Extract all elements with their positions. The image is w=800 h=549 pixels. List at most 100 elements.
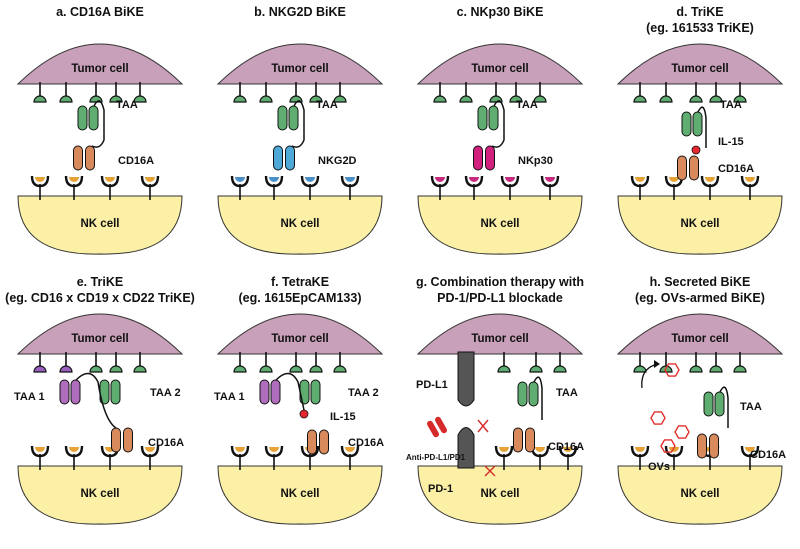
taa-label: TAA: [516, 99, 538, 111]
nk-receptor-ligand: [745, 447, 755, 452]
linker: [291, 100, 305, 148]
nk-receptor: [64, 175, 84, 188]
taa-receptor: [689, 365, 703, 373]
taa-receptor: [333, 365, 347, 373]
nk-receptor: [340, 175, 360, 188]
tumor-cell: [416, 313, 584, 355]
il15-label: IL-15: [718, 136, 744, 148]
binder-domain: [697, 433, 707, 459]
panel-title: h. Secreted BiKE: [650, 275, 751, 289]
binder-domain: [517, 381, 528, 407]
il15-dot: [299, 409, 309, 419]
panel-title: c. NKp30 BiKE: [457, 5, 544, 19]
nk-cell: [417, 465, 583, 525]
taa-label: TAA: [556, 387, 578, 399]
binder-domain: [319, 429, 329, 455]
nk-cell-label: NK cell: [481, 488, 520, 500]
nk-cell-label: NK cell: [281, 218, 320, 230]
linker: [91, 100, 105, 148]
nk-cell: [17, 465, 183, 525]
taa-receptor: [633, 95, 647, 103]
taa-receptor: [509, 95, 523, 103]
binder-domain: [259, 379, 270, 405]
taa-receptor: [633, 365, 647, 373]
binder-domain: [310, 379, 321, 405]
nk-receptor-ligand: [69, 447, 79, 452]
tumor-cell: [616, 43, 784, 85]
tumor-cell: [216, 43, 384, 85]
nk-receptor-ligand: [35, 447, 45, 452]
binder-domain: [288, 105, 299, 131]
panel-title: f. TetraKE: [271, 275, 329, 289]
nk-cell-label: NK cell: [681, 218, 720, 230]
nk-receptor: [494, 445, 514, 458]
taa-receptor: [289, 365, 303, 373]
arrow-head: [654, 360, 660, 368]
binder-domain: [677, 155, 687, 181]
nk-cell: [17, 195, 183, 255]
binder-domain: [270, 379, 281, 405]
taa-receptor: [709, 95, 723, 103]
panel-title: (eg. 161533 TriKE): [646, 21, 754, 35]
nk-receptor-ligand: [145, 177, 155, 182]
nk-receptor-ligand: [563, 447, 573, 452]
linker: [533, 376, 543, 420]
nk-receptor-ligand: [345, 447, 355, 452]
panel-title: (eg. CD16 x CD19 x CD22 TriKE): [5, 291, 195, 305]
taa-receptor: [33, 95, 47, 103]
nk-receptor: [630, 175, 650, 188]
nk-receptor: [740, 175, 760, 188]
nk-cell: [217, 195, 383, 255]
taa-receptor: [689, 95, 703, 103]
nk-receptor-ligand: [305, 177, 315, 182]
tumor-cell-label: Tumor cell: [271, 333, 328, 345]
binder-domain: [111, 427, 121, 453]
cd16a-label: CD16A: [718, 163, 754, 175]
panel-f: f. TetraKE(eg. 1615EpCAM133)Tumor cellNK…: [214, 275, 384, 525]
panel-e: e. TriKE(eg. CD16 x CD19 x CD22 TriKE)Tu…: [5, 275, 195, 525]
binder-domain: [473, 145, 483, 171]
tumor-cell-label: Tumor cell: [271, 63, 328, 75]
taa-receptor: [89, 365, 103, 373]
binder-domain: [123, 427, 133, 453]
binder-domain: [703, 391, 714, 417]
panel-h: h. Secreted BiKE(eg. OVs-armed BiKE)Tumo…: [616, 275, 786, 525]
nk-receptor: [540, 175, 560, 188]
binder-domain: [488, 105, 499, 131]
pd-1: [457, 427, 475, 469]
nk-receptor: [300, 445, 320, 458]
taa-receptor: [459, 95, 473, 103]
taa-receptor: [233, 365, 247, 373]
taa-label: TAA: [316, 99, 338, 111]
binder-domain: [85, 145, 95, 171]
block-mark: [484, 465, 496, 477]
nk-receptor-ligand: [745, 177, 755, 182]
nk-receptor-ligand: [469, 177, 479, 182]
taa-receptor: [497, 365, 511, 373]
binder-domain: [485, 145, 495, 171]
nk-target-label: CD16A: [118, 155, 154, 167]
taa-receptor: [259, 365, 273, 373]
nk-cell-label: NK cell: [81, 488, 120, 500]
nk-receptor-ligand: [635, 447, 645, 452]
nk-receptor-ligand: [545, 177, 555, 182]
tumor-cell: [16, 43, 184, 85]
binder-domain: [73, 145, 83, 171]
panel-title: d. TriKE: [676, 5, 723, 19]
nk-receptor-ligand: [505, 177, 515, 182]
taa-receptor: [109, 95, 123, 103]
taa-label: TAA: [116, 99, 138, 111]
nk-receptor: [30, 175, 50, 188]
ovs-label: OVs: [648, 461, 670, 473]
nk-receptor: [64, 445, 84, 458]
binder-domain: [307, 429, 317, 455]
pd-l1: [457, 351, 475, 407]
taa-receptor: [659, 95, 673, 103]
taa-receptor: [33, 365, 47, 373]
nk-cell: [217, 465, 383, 525]
taa-receptor: [529, 365, 543, 373]
tumor-cell: [16, 313, 184, 355]
nk-receptor-ligand: [269, 177, 279, 182]
